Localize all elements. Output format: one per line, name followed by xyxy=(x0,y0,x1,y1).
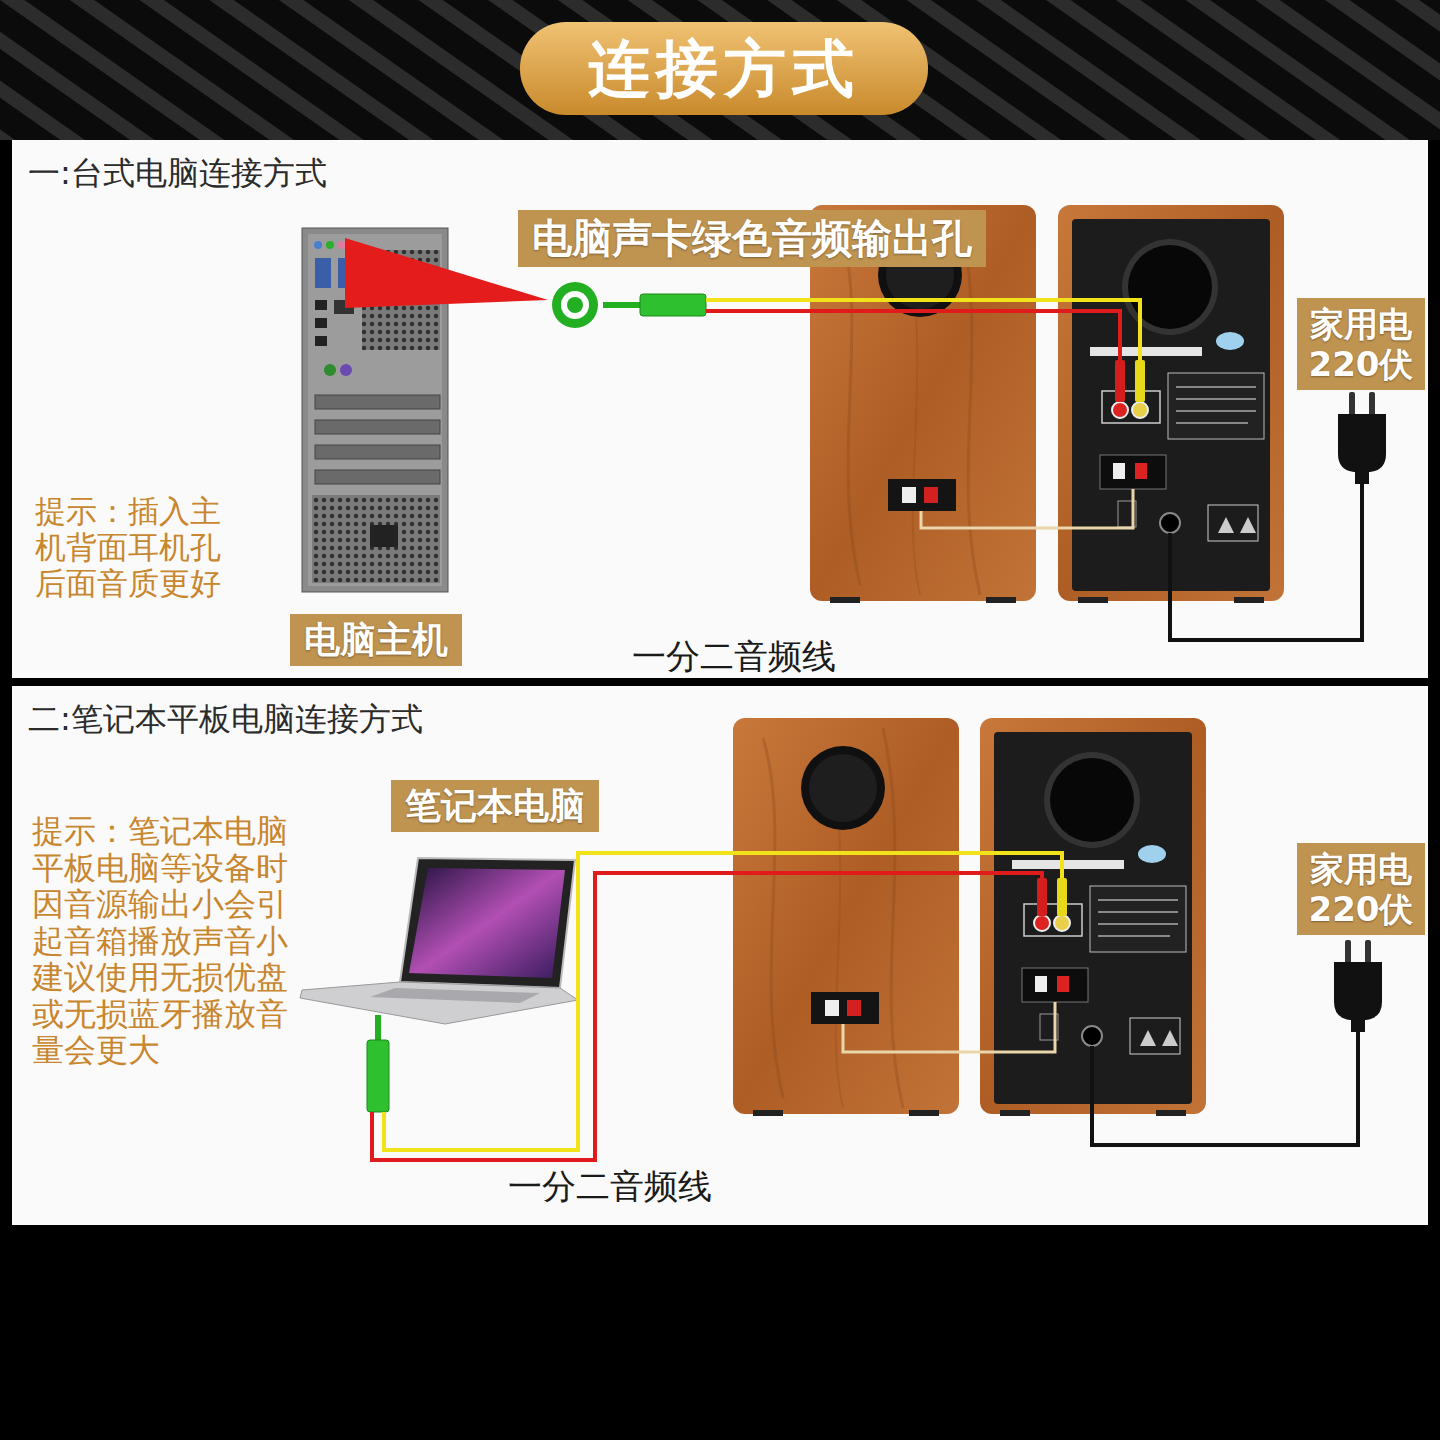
desktop-tower xyxy=(340,364,352,376)
audio-jack xyxy=(567,297,583,313)
audio-wire xyxy=(372,873,1042,1160)
hint-note: 提示：笔记本电脑平板电脑等设备时因音源输出小会引起音箱播放声音小建议使用无损优盘… xyxy=(32,813,298,1069)
desktop-tower xyxy=(315,470,440,484)
title-pill xyxy=(520,22,928,115)
desktop-tower xyxy=(315,336,327,346)
power-tag: 家用电 220伏 xyxy=(1297,298,1425,390)
panel-ground xyxy=(12,140,1428,678)
desktop-tower xyxy=(315,318,327,328)
box-text: 电脑声卡绿色音频输出孔 xyxy=(532,215,972,262)
desktop-tower xyxy=(312,495,440,583)
hint-note: 提示：插入主机背面耳机孔后面音质更好 xyxy=(35,493,235,601)
box-text: 电脑主机 xyxy=(304,619,448,661)
speaker-wire xyxy=(921,489,1133,528)
desktop-tower xyxy=(324,364,336,376)
desktop-tower xyxy=(314,241,322,249)
desktop-tower xyxy=(315,445,440,459)
section-panel: 一:台式电脑连接方式电脑声卡绿色音频输出孔家用电 220伏电脑主机 xyxy=(12,140,1428,678)
audio-plug xyxy=(603,294,706,316)
power-plug xyxy=(1338,392,1386,484)
speaker-wire xyxy=(843,1002,1055,1052)
rca-plug xyxy=(1115,360,1125,402)
cable-label: 一分二音频线 xyxy=(508,1166,712,1206)
desktop-tower xyxy=(315,395,440,409)
audio-wire xyxy=(706,300,1140,362)
cable-label: 一分二音频线 xyxy=(632,636,836,676)
laptop xyxy=(300,982,578,1024)
rca-plug xyxy=(1057,878,1067,916)
audio-wire xyxy=(706,311,1120,362)
passive-speaker xyxy=(733,718,959,1116)
power-cord xyxy=(1092,1030,1358,1145)
audio-wire xyxy=(384,853,1062,1150)
desktop-tower xyxy=(338,241,346,249)
striped-band xyxy=(0,0,1440,140)
power-plug xyxy=(1334,940,1382,1032)
box-text: 家用电 220伏 xyxy=(1307,849,1415,929)
audio-jack xyxy=(561,291,589,319)
audio-jack xyxy=(552,282,598,328)
laptop xyxy=(370,988,540,1003)
page-title: 连接方式 xyxy=(520,22,928,115)
box-text: 笔记本电脑 xyxy=(405,785,585,827)
audio-plug xyxy=(375,1015,381,1040)
desktop-tower xyxy=(370,525,398,547)
laptop xyxy=(300,858,578,1024)
label-box: 笔记本电脑 xyxy=(391,780,599,832)
audio-plug xyxy=(603,302,640,308)
desktop-tower xyxy=(315,420,440,434)
label-box: 电脑声卡绿色音频输出孔 xyxy=(518,210,986,267)
audio-plug xyxy=(640,294,706,316)
desktop-tower xyxy=(315,300,327,310)
power-tag: 家用电 220伏 xyxy=(1297,843,1425,935)
audio-plug xyxy=(367,1040,389,1112)
section-heading: 二:笔记本平板电脑连接方式 xyxy=(12,686,1428,752)
desktop-tower xyxy=(326,241,334,249)
laptop xyxy=(400,858,575,988)
audio-plug xyxy=(367,1015,389,1112)
laptop xyxy=(409,868,565,978)
panel-ground xyxy=(12,686,1428,1225)
box-text: 家用电 220伏 xyxy=(1307,304,1415,384)
audio-jack xyxy=(552,282,598,328)
rca-plug xyxy=(1135,360,1145,402)
desktop-tower xyxy=(315,258,331,288)
rca-plug xyxy=(1037,878,1047,916)
power-cord xyxy=(1170,484,1362,640)
label-box: 电脑主机 xyxy=(290,614,462,666)
section-heading: 一:台式电脑连接方式 xyxy=(12,140,1428,206)
